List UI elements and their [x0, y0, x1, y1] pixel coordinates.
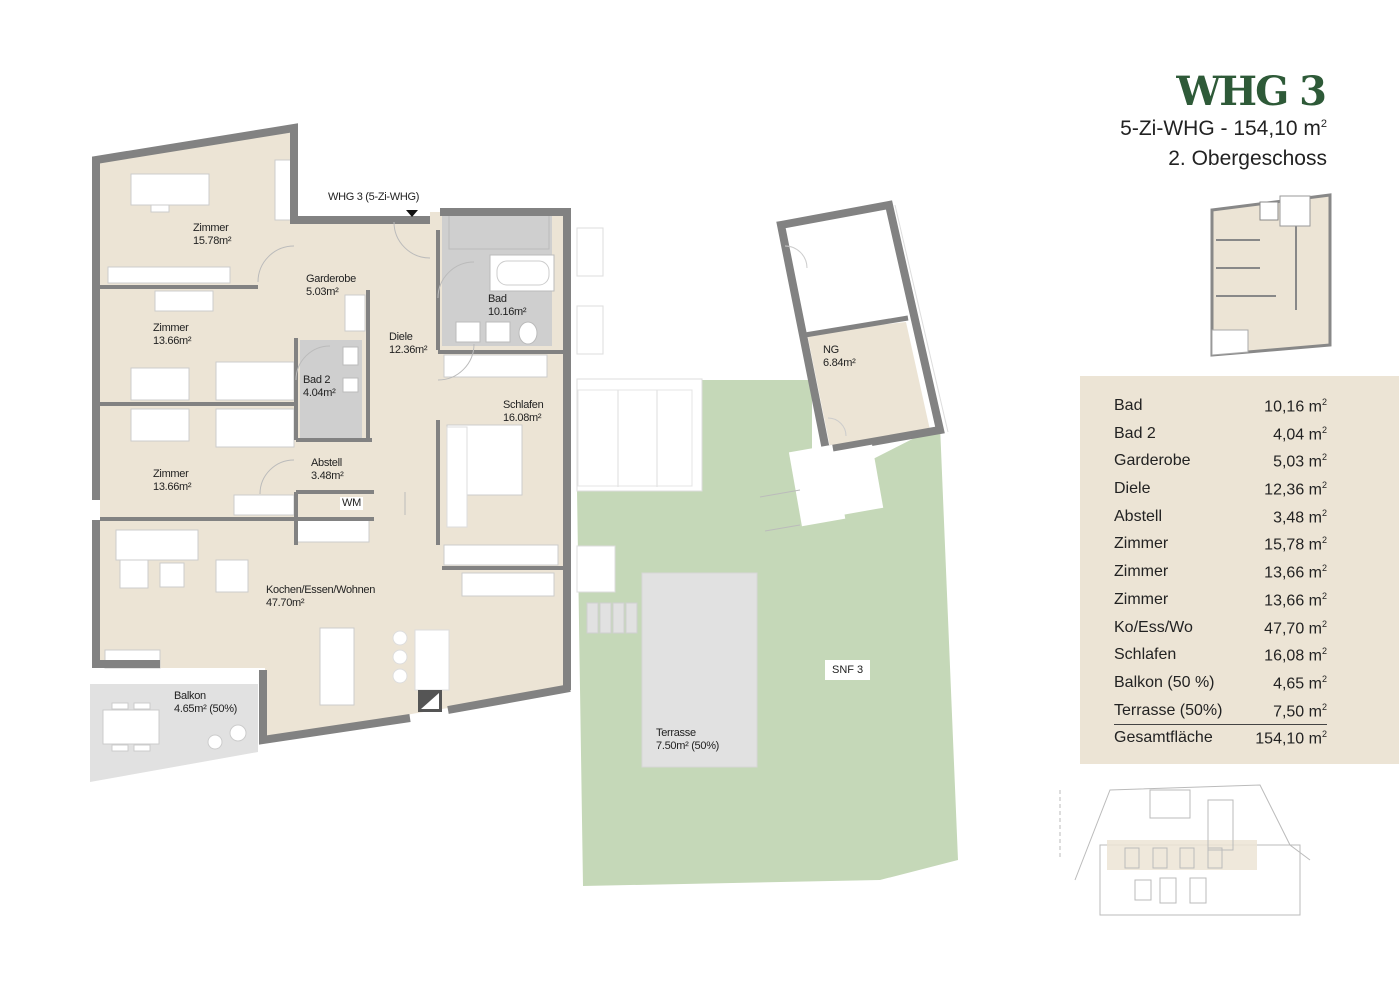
room-name: Bad 2 [303, 374, 331, 386]
room-area: 47.70m² [266, 597, 305, 609]
apartment-type-area: 5-Zi-WHG - 154,10 m2 [1120, 117, 1327, 141]
room-area: 7.50m² (50%) [656, 740, 720, 752]
room-name: Kochen/Essen/Wohnen [266, 584, 376, 596]
entrance-label: WHG 3 (5-Zi-WHG) [328, 191, 420, 203]
area-label: Zimmer [1114, 563, 1169, 580]
room-label-zimmer-2: Zimmer 13.66m² [153, 322, 192, 348]
room-area: 6.84m² [823, 357, 856, 369]
room-label-kochen-essen-wohnen: Kochen/Essen/Wohnen 47.70m² [266, 584, 375, 610]
room-area: 12.36m² [389, 344, 428, 356]
subtitle-sup: 2 [1320, 118, 1327, 130]
area-value: 47,70 m2 [1264, 619, 1327, 638]
room-label-garderobe: Garderobe 5.03m² [306, 273, 356, 299]
walls [92, 123, 571, 745]
entrance-arrow-icon [406, 210, 418, 217]
area-label: Garderobe [1114, 452, 1191, 469]
area-label: Ko/Ess/Wo [1114, 619, 1193, 636]
area-value: 3,48 m2 [1273, 508, 1327, 527]
area-row: Schlafen 16,08 m2 [1114, 646, 1327, 665]
area-row: Ko/Ess/Wo 47,70 m2 [1114, 619, 1327, 638]
area-label: Schlafen [1114, 646, 1177, 663]
area-row: Bad 2 4,04 m2 [1114, 425, 1327, 444]
total-divider [1114, 724, 1327, 725]
room-name: Bad [488, 293, 507, 305]
room-label-bad: Bad 10.16m² [488, 293, 527, 319]
area-label: Zimmer [1114, 591, 1169, 608]
floor-level: 2. Obergeschoss [1168, 147, 1327, 170]
area-label: Gesamtfläche [1114, 729, 1213, 746]
room-area: 13.66m² [153, 481, 192, 493]
page-title: WHG 3 [1176, 68, 1327, 115]
room-name: Balkon [174, 690, 206, 702]
ng-room [807, 322, 930, 447]
wm-label: WM [340, 497, 363, 510]
area-row: Zimmer 13,66 m2 [1114, 563, 1327, 582]
area-label: Terrasse (50%) [1114, 702, 1223, 719]
area-row: Zimmer 13,66 m2 [1114, 591, 1327, 610]
terrace-paving [576, 378, 703, 492]
room-label-bad-2: Bad 2 4.04m² [303, 374, 336, 400]
area-table: Bad 10,16 m2 Bad 2 4,04 m2 Garderobe 5,03 m… [1080, 376, 1399, 764]
room-label-zimmer-3: Zimmer 13.66m² [153, 468, 192, 494]
area-value: 4,04 m2 [1273, 425, 1327, 444]
room-area: 16.08m² [503, 412, 542, 424]
area-value: 16,08 m2 [1264, 646, 1327, 665]
subtitle-text: 5-Zi-WHG - 154,10 m [1120, 117, 1321, 140]
room-label-diele: Diele 12.36m² [389, 331, 428, 357]
room-label-ng: NG 6.84m² [823, 344, 856, 370]
room-area: 15.78m² [193, 235, 232, 247]
room-name: Terrasse [656, 727, 696, 739]
area-label: Diele [1114, 480, 1151, 497]
room-label-schlafen: Schlafen 16.08m² [503, 399, 544, 425]
room-name: Zimmer [193, 222, 229, 234]
area-row: Abstell 3,48 m2 [1114, 508, 1327, 527]
room-area: 4.65m² (50%) [174, 703, 238, 715]
area-value: 4,65 m2 [1273, 674, 1327, 693]
room-label-terrasse: Terrasse 7.50m² (50%) [656, 727, 719, 753]
area-label: Balkon (50 %) [1114, 674, 1215, 691]
area-row: Bad 10,16 m2 [1114, 397, 1327, 416]
area-label: Zimmer [1114, 535, 1169, 552]
room-name: Zimmer [153, 322, 189, 334]
area-value: 5,03 m2 [1273, 452, 1327, 471]
area-row: Zimmer 15,78 m2 [1114, 535, 1327, 554]
balcony [90, 684, 258, 782]
room-name: Diele [389, 331, 413, 343]
key-plan [1210, 193, 1332, 357]
area-label: Bad 2 [1114, 425, 1156, 442]
room-label-zimmer-1: Zimmer 15.78m² [193, 222, 232, 248]
room-name: Schlafen [503, 399, 544, 411]
area-value: 15,78 m2 [1264, 535, 1327, 554]
area-total-row: Gesamtfläche 154,10 m2 [1114, 729, 1327, 748]
room-area: 13.66m² [153, 335, 192, 347]
area-row: Garderobe 5,03 m2 [1114, 452, 1327, 471]
room-name: NG [823, 344, 839, 356]
snf-label: SNF 3 [825, 660, 871, 680]
room-area: 4.04m² [303, 387, 336, 399]
area-value: 7,50 m2 [1273, 702, 1327, 721]
area-label: Abstell [1114, 508, 1163, 525]
area-value: 10,16 m2 [1264, 397, 1327, 416]
area-row: Diele 12,36 m2 [1114, 480, 1327, 499]
room-area: 10.16m² [488, 306, 527, 318]
area-value: 13,66 m2 [1264, 591, 1327, 610]
terrace [641, 572, 758, 768]
room-area: 3.48m² [311, 470, 344, 482]
area-value: 13,66 m2 [1264, 563, 1327, 582]
room-label-balkon: Balkon 4.65m² (50%) [174, 690, 237, 716]
room-name: Abstell [311, 457, 342, 469]
area-row: Terrasse (50%) 7,50 m2 [1114, 702, 1327, 721]
area-row: Balkon (50 %) 4,65 m2 [1114, 674, 1327, 693]
room-label-abstell: Abstell 3.48m² [311, 457, 344, 483]
room-name: Garderobe [306, 273, 356, 285]
room-name: Zimmer [153, 468, 189, 480]
area-value: 154,10 m2 [1255, 729, 1327, 748]
building-elevation [1059, 784, 1311, 916]
room-area: 5.03m² [306, 286, 339, 298]
area-value: 12,36 m2 [1264, 480, 1327, 499]
area-label: Bad [1114, 397, 1143, 414]
